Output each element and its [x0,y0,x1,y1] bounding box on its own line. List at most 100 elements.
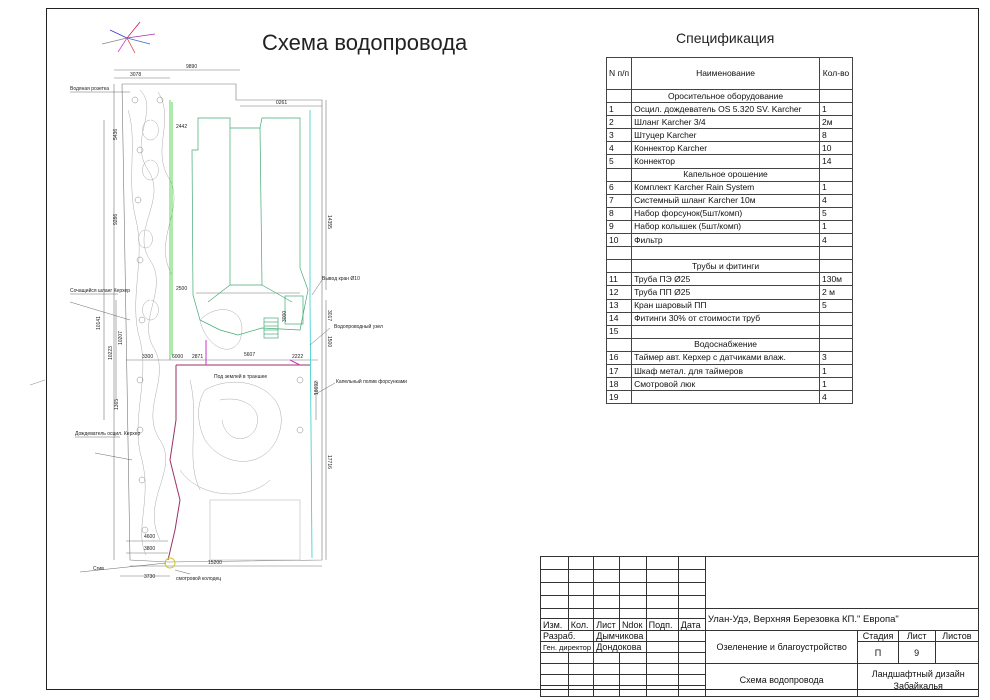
stamp-col-izm: Изм. [540,618,569,631]
spec-header-row: N п/п Наименование Кол-во [605,57,853,90]
inspection-well-icon [164,557,176,569]
label-sprinkler: Дождеватель осцил. Керхер [75,431,141,437]
dimension-label: 3000 [282,311,288,322]
dimension-label: 3017 [326,310,332,321]
spec-cell-name: Фитинги 30% от стоимости труб [631,311,820,326]
spec-section-row: Капельное орошение [605,167,853,182]
spec-cell-num: 2 [605,115,633,130]
label-outlet: Вывод кран Ø10 [322,276,360,282]
plot-boundary [103,69,327,577]
dimension-label: 10207 [118,331,124,345]
garden-beds [127,89,301,561]
stamp-col-ndok: Ndок [618,618,647,631]
specification-table: N п/п Наименование Кол-во Оросительное о… [605,57,853,405]
dimension-label: 1365 [114,399,120,410]
spec-cell-name [631,324,820,339]
spec-cell-num: 19 [605,390,633,405]
spec-cell-qty: 5 [819,206,853,221]
spec-cell-name: Таймер авт. Керхер с датчиками влаж. [631,350,820,365]
title-block: Улан-Удэ, Верхняя Березовка КП." Европа"… [539,556,980,697]
spec-cell-qty: 10 [819,141,853,156]
spec-header-qty: Кол-во [819,57,853,90]
spec-cell-qty [819,246,853,261]
spec-cell-num: 15 [605,324,633,339]
spec-cell-qty: 5 [819,298,853,313]
spec-cell-name: Набор форсунок(5шт/комп) [631,206,820,221]
dimension-label: 17716 [326,455,332,469]
spec-header-num: N п/п [605,57,633,90]
spec-cell-num: 12 [605,285,633,300]
spec-cell-qty: 4 [819,193,853,208]
house [191,117,309,339]
spec-cell-qty: 130м [819,272,853,287]
spec-cell-name: Коннектор [631,154,820,169]
dimension-label: 5436 [113,129,119,140]
site-plan: Водяная розетка Сочащийся шланг Керхер Д… [29,21,407,582]
spec-cell-name: Набор колышек (5шт/комп) [631,219,820,235]
spec-cell-qty: 2 м [819,285,853,300]
dimension-label: 9286 [113,214,119,225]
dimension-label: 2871 [192,354,203,360]
dimension-label: 3800 [144,546,155,552]
stamp-stage: П [857,641,899,664]
label-water-node: Водопроводный узел [334,323,383,330]
stamp-director-label: Ген. директор [539,641,595,653]
dimension-label: 2500 [176,286,187,292]
spec-cell-num: 7 [605,193,633,208]
spec-cell-name: Труба ПЭ Ø25 [631,272,820,287]
dimension-label: 3078 [130,72,141,78]
dimension-label: 6000 [172,354,183,360]
spec-section-row: Водоснабжение [605,337,853,352]
dimension-label: 1500 [326,336,332,347]
leader-lines [29,91,336,575]
spec-cell-num [605,259,633,274]
spec-cell-name: Фильтр [631,233,820,248]
spec-cell-qty [819,337,853,352]
spec-section-row: Трубы и фитинги [605,259,853,274]
spec-row: 15 [605,324,853,339]
stamp-address: Улан-Удэ, Верхняя Березовка КП." Европа" [704,608,980,631]
stamp-drawing: Схема водопровода [704,663,859,697]
spec-cell-qty [819,311,853,326]
spec-cell-num: 9 [605,219,633,235]
stamp-company: Ландшафтный дизайн Забайкалья [857,663,979,697]
spec-cell-name: Осцил. дождеватель OS 5.320 SV. Karcher [631,102,820,117]
spec-cell-name: Капельное орошение [631,167,820,182]
spec-cell-qty: 8 [819,128,853,143]
spec-row [605,246,853,261]
spec-cell-name: Водоснабжение [631,337,820,352]
green-hose-lines [169,100,173,360]
dimension-label: 9890 [186,64,197,70]
spec-cell-num: 1 [605,102,633,117]
spec-cell-name: Труба ПП Ø25 [631,285,820,300]
spec-cell-num: 16 [605,350,633,365]
spec-title: Спецификация [676,30,775,46]
drip-line [309,110,313,559]
spec-cell-name: Коннектор Karcher [631,141,820,156]
spec-cell-qty: 1 [819,219,853,235]
dimension-label: 15200 [208,560,222,566]
spec-cell-name: Шкаф метал. для таймеров [631,363,820,379]
spec-cell-name: Оросительное оборудование [631,88,820,104]
label-hose: Сочащийся шланг Керхер [70,287,130,294]
stamp-col-data: Дата [677,618,706,631]
dimension-label: 0261 [276,100,287,106]
stamp-developed-label: Разраб. [539,630,595,642]
stamp-director-name: Дондокова [593,641,647,653]
spec-cell-num [605,246,633,261]
label-inspection-well: смотровой колодец [176,575,221,582]
